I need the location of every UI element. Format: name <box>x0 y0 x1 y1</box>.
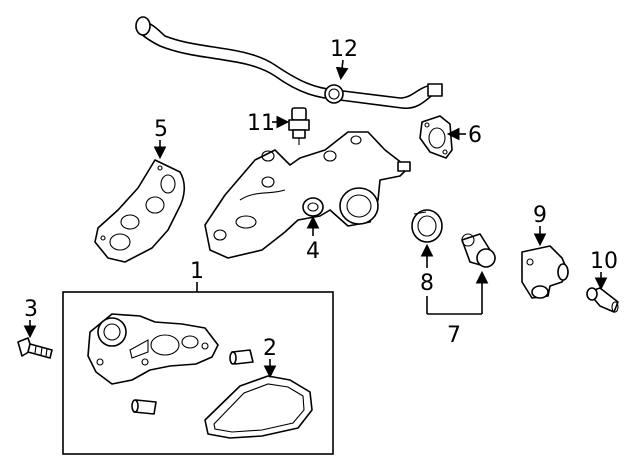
callout-9: 9 <box>533 203 547 247</box>
housing-gasket[interactable] <box>94 159 186 263</box>
callout-5: 5 <box>153 117 168 160</box>
callout-11: 11 <box>247 111 290 136</box>
callout-1: 1 <box>190 259 204 292</box>
temperature-sensor[interactable] <box>288 107 310 145</box>
callout-label-4: 4 <box>306 239 320 264</box>
callout-label-6: 6 <box>468 123 482 148</box>
callout-label-2: 2 <box>263 336 277 361</box>
water-pump-assembly[interactable] <box>87 313 219 385</box>
pump-gasket[interactable] <box>204 375 313 439</box>
pump-bolt[interactable] <box>17 337 53 359</box>
callout-4: 4 <box>306 215 320 264</box>
water-outlet-elbow[interactable] <box>521 245 569 299</box>
bypass-pipe[interactable] <box>135 16 443 110</box>
callout-label-5: 5 <box>154 117 168 142</box>
dowel-pin[interactable] <box>131 399 157 415</box>
water-outlet-housing[interactable] <box>204 131 411 259</box>
callout-label-7: 7 <box>447 323 461 348</box>
elbow-connector[interactable] <box>586 287 619 313</box>
callout-label-3: 3 <box>24 297 38 322</box>
assembly-frame <box>62 291 334 455</box>
thermostat-seal[interactable] <box>411 209 443 243</box>
outlet-gasket[interactable] <box>419 115 453 159</box>
callout-label-11: 11 <box>247 111 275 136</box>
thermostat[interactable] <box>461 233 496 268</box>
callout-6: 6 <box>446 123 482 148</box>
callout-label-12: 12 <box>330 37 358 62</box>
callout-7: 7 <box>426 270 489 348</box>
dowel-pin[interactable] <box>229 349 254 365</box>
callout-3: 3 <box>23 297 38 339</box>
callout-label-10: 10 <box>590 249 618 274</box>
callout-2: 2 <box>263 336 277 379</box>
callout-12: 12 <box>330 37 358 81</box>
callout-10: 10 <box>590 249 618 291</box>
callout-label-9: 9 <box>533 203 547 228</box>
callout-label-8: 8 <box>420 271 434 296</box>
callout-8: 8 <box>420 243 434 296</box>
callout-label-1: 1 <box>190 259 204 284</box>
